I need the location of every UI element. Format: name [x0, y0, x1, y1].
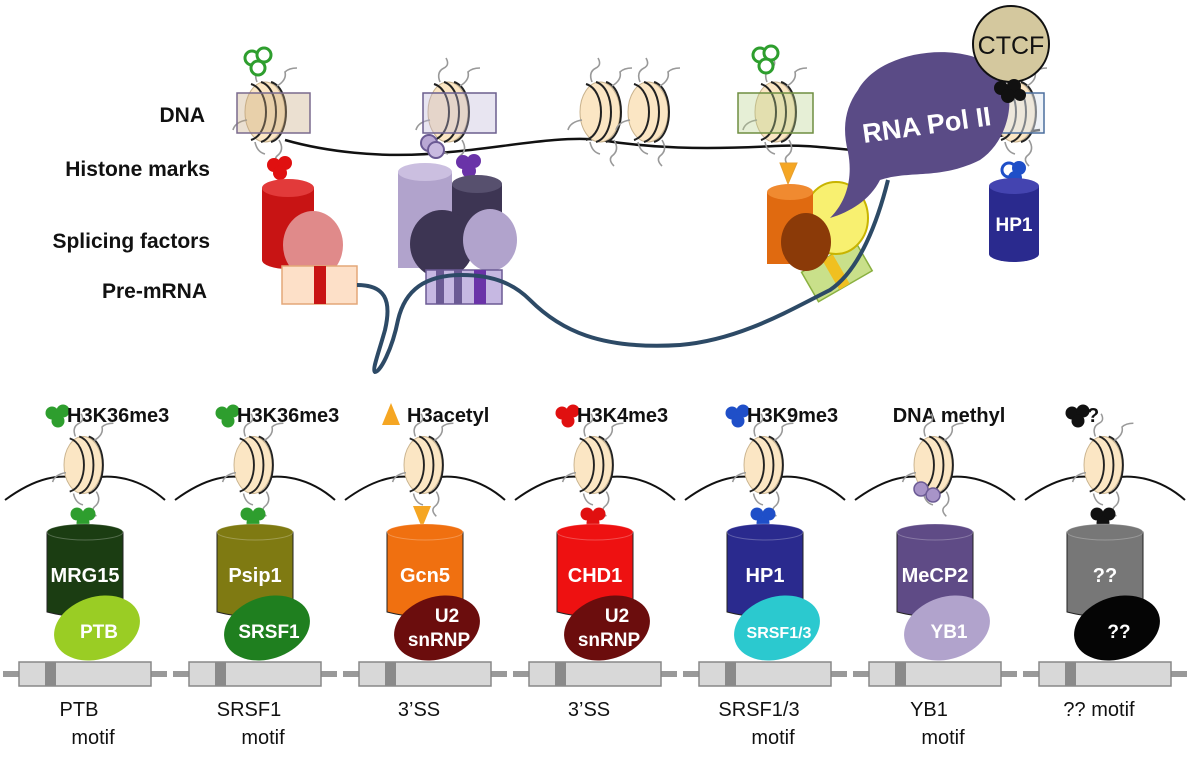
panel-1-factor-label: PTB	[80, 622, 118, 643]
panel-3-exon	[343, 661, 507, 687]
panel-2-exon	[173, 661, 337, 687]
premrna-exon-left	[281, 265, 358, 305]
panel-5-nucleosome	[731, 412, 795, 518]
pre-mrna-row-label: Pre-mRNA	[102, 280, 207, 303]
panel-4-mark-legend	[555, 404, 580, 428]
panel-1-exon	[3, 661, 167, 687]
panel-4-motif-label: 3’SS	[568, 699, 610, 721]
panel-7: ????? ?? motif	[1023, 404, 1187, 721]
panel-3-reader	[386, 523, 464, 618]
panel-1-mark-legend	[45, 404, 70, 428]
dna-region-box-2	[422, 92, 497, 134]
panel-5-factor	[734, 595, 820, 661]
panel-4-reader-label: CHD1	[568, 565, 622, 587]
panel-4-nucleosome	[561, 412, 625, 518]
panel-2-factor-label: SRSF1	[238, 622, 300, 643]
panel-4-factor	[564, 595, 650, 661]
factor-brown-top	[781, 213, 831, 271]
panel-5-reader-label: HP1	[746, 565, 785, 587]
mark-h3k4me3-top	[267, 156, 292, 180]
splicing-factors-row-label: Splicing factors	[52, 230, 210, 253]
panel-2-mark-label: H3K36me3	[237, 405, 339, 427]
panel-6-exon	[853, 661, 1017, 687]
ctcf-label: CTCF	[978, 32, 1045, 60]
panel-1-mark-label: H3K36me3	[67, 405, 169, 427]
panel-7-mark-legend	[1065, 404, 1090, 428]
mark-h3acetyl-top	[779, 162, 798, 186]
panel-3-bound-mark	[413, 506, 431, 528]
panel-7-mark-label: ?	[1087, 405, 1099, 427]
mark-dna-methyl-top	[420, 134, 445, 159]
dna-row-label: DNA	[160, 104, 206, 127]
panel-7-factor	[1074, 595, 1160, 661]
panel-7-exon	[1023, 661, 1187, 687]
factor-pink-top	[283, 211, 343, 279]
panel-6-reader	[896, 523, 974, 618]
panel-3-nucleosome	[391, 412, 455, 518]
pre-mrna-strand	[356, 179, 890, 375]
panel-5-mark-legend	[725, 404, 750, 428]
hp1-top-label: HP1	[996, 215, 1033, 236]
panel-2-nucleosome	[221, 412, 285, 518]
panel-1-reader	[46, 523, 124, 618]
panel-1-reader-label: MRG15	[51, 565, 120, 587]
panel-2-factor	[224, 595, 310, 661]
panel-5-mark-label: H3K9me3	[747, 405, 838, 427]
panel-6-reader-label: MeCP2	[902, 565, 969, 587]
panel-4-exon	[513, 661, 677, 687]
nucleosome-4	[615, 57, 681, 167]
factor-darkpurple-top	[410, 210, 474, 278]
panel-5-exon	[683, 661, 847, 687]
factor-lavender-top	[463, 209, 517, 271]
dna-region-box-1	[236, 92, 311, 134]
panel-3-mark-label: H3acetyl	[407, 405, 489, 427]
panel-6-mark-label: DNA methyl	[893, 405, 1006, 427]
panel-5-factor-label: SRSF1/3	[747, 625, 812, 642]
top-schematic: DNA Histone marks Splicing factors Pre-m…	[52, 5, 1050, 375]
mark-black-top	[994, 79, 1026, 103]
mark-h3k36me3-top-1	[243, 46, 273, 77]
rna-pol-ii	[830, 52, 1010, 218]
panel-4-mark-label: H3K4me3	[577, 405, 668, 427]
panel-2-reader-label: Psip1	[228, 565, 281, 587]
dna-region-box-3	[737, 92, 814, 134]
histone-marks-row-label: Histone marks	[65, 158, 210, 181]
mark-h3k36me3-top-2	[751, 44, 780, 75]
panel-4-reader	[556, 523, 634, 618]
hp1-reader-top	[989, 178, 1039, 262]
panel-6-bound-mark	[913, 481, 941, 503]
panel-7-reader-label: ??	[1093, 565, 1117, 587]
panel-7-nucleosome	[1071, 412, 1135, 518]
panel-2-mark-legend	[215, 404, 240, 428]
nucleosome-3	[567, 57, 633, 167]
mark-purple-top	[456, 154, 481, 178]
panel-6-factor	[904, 595, 990, 661]
panel-7-motif-label: ?? motif	[1063, 699, 1135, 721]
panel-3-motif-label: 3’SS	[398, 699, 440, 721]
panel-6-factor-label: YB1	[931, 622, 968, 643]
panel-3-mark-legend	[382, 403, 400, 425]
panel-1-nucleosome	[51, 412, 115, 518]
panel-1-factor	[54, 595, 140, 661]
panel-3-factor	[394, 595, 480, 661]
panel-3-reader-label: Gcn5	[400, 565, 450, 587]
panel-7-factor-label: ??	[1107, 622, 1130, 643]
